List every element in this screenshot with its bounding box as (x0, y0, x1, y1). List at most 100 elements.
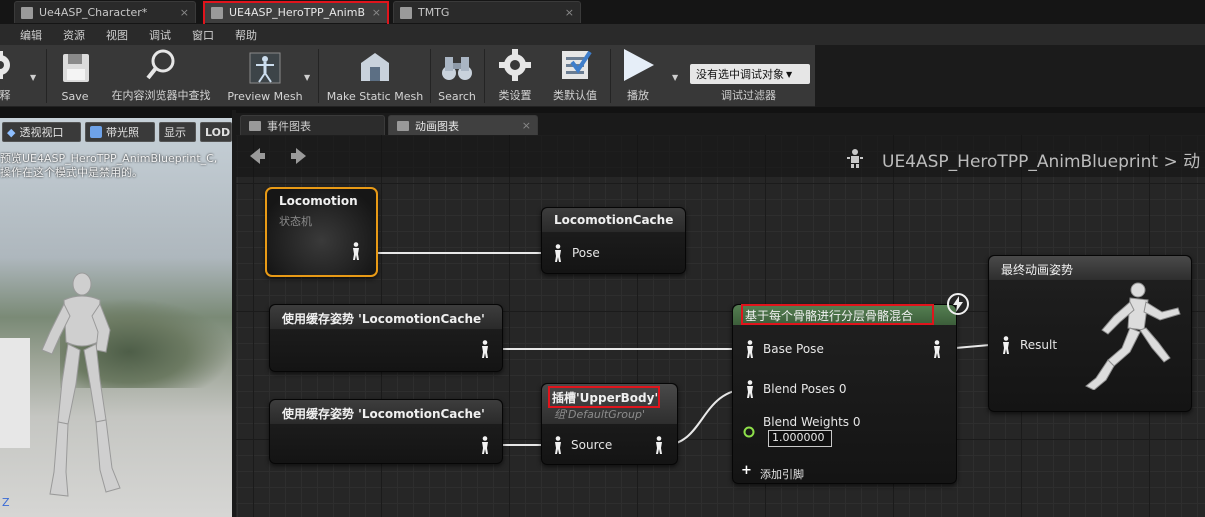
magnifier-icon (146, 49, 175, 80)
background-building (0, 338, 30, 448)
node-title: LocomotionCache (542, 208, 685, 232)
lit-mode-button[interactable]: 带光照 (85, 122, 155, 142)
fast-path-lightning-icon (947, 293, 969, 315)
tab-tmtg[interactable]: TMTG × (393, 1, 581, 23)
result-pin-icon[interactable] (1001, 336, 1011, 354)
show-button[interactable]: 显示 (159, 122, 196, 142)
pose-pin-label: Pose (572, 246, 600, 260)
preview-viewport[interactable] (0, 118, 232, 517)
back-arrow-icon[interactable] (248, 147, 266, 165)
menu-asset[interactable]: 资源 (63, 28, 85, 42)
make-static-mesh-button[interactable]: Make Static Mesh (326, 45, 424, 107)
search-label: Search (438, 90, 476, 103)
pose-output-pin-icon[interactable] (480, 340, 490, 358)
menu-bar: 编辑 资源 视图 调试 窗口 帮助 (0, 24, 1205, 45)
play-button[interactable]: 播放 (614, 45, 662, 107)
slot-output-pin-icon[interactable] (654, 436, 664, 454)
class-settings-button[interactable]: 类设置 (490, 45, 540, 107)
node-subtitle: 组'DefaultGroup' (554, 408, 645, 421)
float-pin-icon[interactable] (742, 425, 756, 439)
blend-poses-pin-icon[interactable] (745, 380, 755, 398)
class-defaults-label: 类默认值 (553, 89, 597, 102)
gear-icon (0, 51, 10, 79)
result-pin-label: Result (1020, 338, 1058, 352)
base-pose-pin-icon[interactable] (745, 340, 755, 358)
play-label: 播放 (627, 89, 649, 102)
tab-anim-blueprint[interactable]: UE4ASP_HeroTPP_AnimB × (204, 1, 388, 23)
menu-view[interactable]: 视图 (106, 28, 128, 42)
anim-blueprint-icon (847, 149, 863, 168)
panel-splitter[interactable] (232, 110, 236, 517)
menu-window[interactable]: 窗口 (192, 28, 214, 42)
lit-label: 带光照 (106, 126, 139, 139)
chevron-down-icon[interactable]: ▼ (30, 73, 37, 82)
class-defaults-button[interactable]: 类默认值 (546, 45, 604, 107)
blend-output-pin-icon[interactable] (932, 340, 942, 358)
perspective-label: 透视视口 (19, 126, 64, 139)
highlight-box (548, 386, 660, 408)
use-cached-pose-node[interactable]: 使用缓存姿势 'LocomotionCache' (269, 399, 503, 464)
blend-weight-input[interactable]: 1.000000 (768, 430, 832, 447)
search-button[interactable]: Search (436, 45, 478, 107)
add-pin-button[interactable]: 添加引脚 (760, 468, 804, 481)
lod-button[interactable]: LOD (200, 122, 232, 142)
use-cached-pose-node[interactable]: 使用缓存姿势 'LocomotionCache' (269, 304, 503, 372)
forward-arrow-icon[interactable] (290, 147, 308, 165)
static-mesh-icon (361, 53, 389, 81)
settings-gear-icon (499, 49, 531, 81)
tab-label: Ue4ASP_Character* (39, 6, 148, 19)
close-icon[interactable]: × (371, 6, 381, 19)
data-table-icon (400, 6, 412, 19)
toolbar-divider (610, 49, 611, 103)
menu-help[interactable]: 帮助 (235, 28, 257, 42)
node-title: Locomotion (279, 194, 358, 208)
pose-output-pin-icon[interactable] (480, 436, 490, 454)
close-icon[interactable]: × (179, 6, 189, 19)
graph-breadcrumb[interactable]: UE4ASP_HeroTPP_AnimBlueprint > 动 (882, 152, 1201, 172)
close-icon[interactable]: × (564, 6, 574, 19)
binoculars-icon (442, 57, 472, 80)
locomotion-cache-node[interactable]: LocomotionCache Pose (541, 207, 686, 274)
preview-mesh-button[interactable]: Preview Mesh (226, 45, 304, 107)
mannequin-preview-icon (41, 272, 121, 497)
class-settings-label: 类设置 (498, 89, 532, 102)
chevron-down-icon[interactable]: ▼ (304, 73, 311, 82)
slot-node[interactable]: 插槽'UpperBody' 组'DefaultGroup' Source (541, 383, 678, 465)
toolbar-empty-area (815, 45, 1205, 107)
tab-event-graph[interactable]: 事件图表 (240, 115, 385, 135)
close-icon[interactable]: × (521, 119, 531, 132)
tab-anim-graph[interactable]: 动画图表 × (388, 115, 538, 135)
source-pin-label: Source (571, 438, 613, 452)
toolbar-divider (318, 49, 319, 103)
play-icon (624, 49, 654, 81)
perspective-icon: ◆ (7, 125, 16, 139)
tab-label: UE4ASP_HeroTPP_AnimB (229, 6, 365, 19)
find-in-content-browser-button[interactable]: 在内容浏览器中查找 (104, 45, 218, 107)
perspective-view-button[interactable]: ◆ 透视视口 (2, 122, 81, 142)
chevron-down-icon: ▼ (786, 69, 793, 79)
tab-ue4asp-character[interactable]: Ue4ASP_Character* × (14, 1, 196, 23)
menu-edit[interactable]: 编辑 (20, 28, 42, 42)
tab-label: 动画图表 (415, 119, 459, 133)
pose-output-pin-icon[interactable] (351, 242, 361, 260)
toolbar: 释 ▼ Save 在内容浏览器中查找 Preview Mesh ▼ (0, 45, 815, 107)
blend-weights-pin-label: Blend Weights 0 (763, 415, 861, 429)
locomotion-state-machine-node[interactable]: Locomotion 状态机 (265, 187, 378, 277)
show-label: 显示 (164, 126, 186, 139)
pose-input-pin-icon[interactable] (553, 244, 563, 262)
document-tab-strip: Ue4ASP_Character* × UE4ASP_HeroTPP_AnimB… (0, 0, 1205, 24)
preview-mesh-label: Preview Mesh (227, 90, 303, 103)
chevron-down-icon[interactable]: ▼ (672, 73, 679, 82)
tab-label: 事件图表 (267, 119, 311, 133)
graph-header-bar (236, 135, 1205, 177)
layered-blend-per-bone-node[interactable]: 基于每个骨骼进行分层骨骼混合 Base Pose Blend Poses 0 B… (732, 304, 957, 484)
find-label: 在内容浏览器中查找 (111, 89, 211, 102)
node-title: 基于每个骨骼进行分层骨骼混合 (733, 305, 956, 325)
compile-button[interactable]: 释 (0, 45, 20, 107)
debug-object-select[interactable]: 没有选中调试对象 ▼ (690, 64, 810, 84)
source-input-pin-icon[interactable] (553, 436, 563, 454)
menu-debug[interactable]: 调试 (149, 28, 171, 42)
tab-label: TMTG (418, 6, 450, 19)
save-button[interactable]: Save (54, 45, 96, 107)
viewport-message: 预览UE4ASP_HeroTPP_AnimBlueprint_C, (0, 152, 218, 165)
